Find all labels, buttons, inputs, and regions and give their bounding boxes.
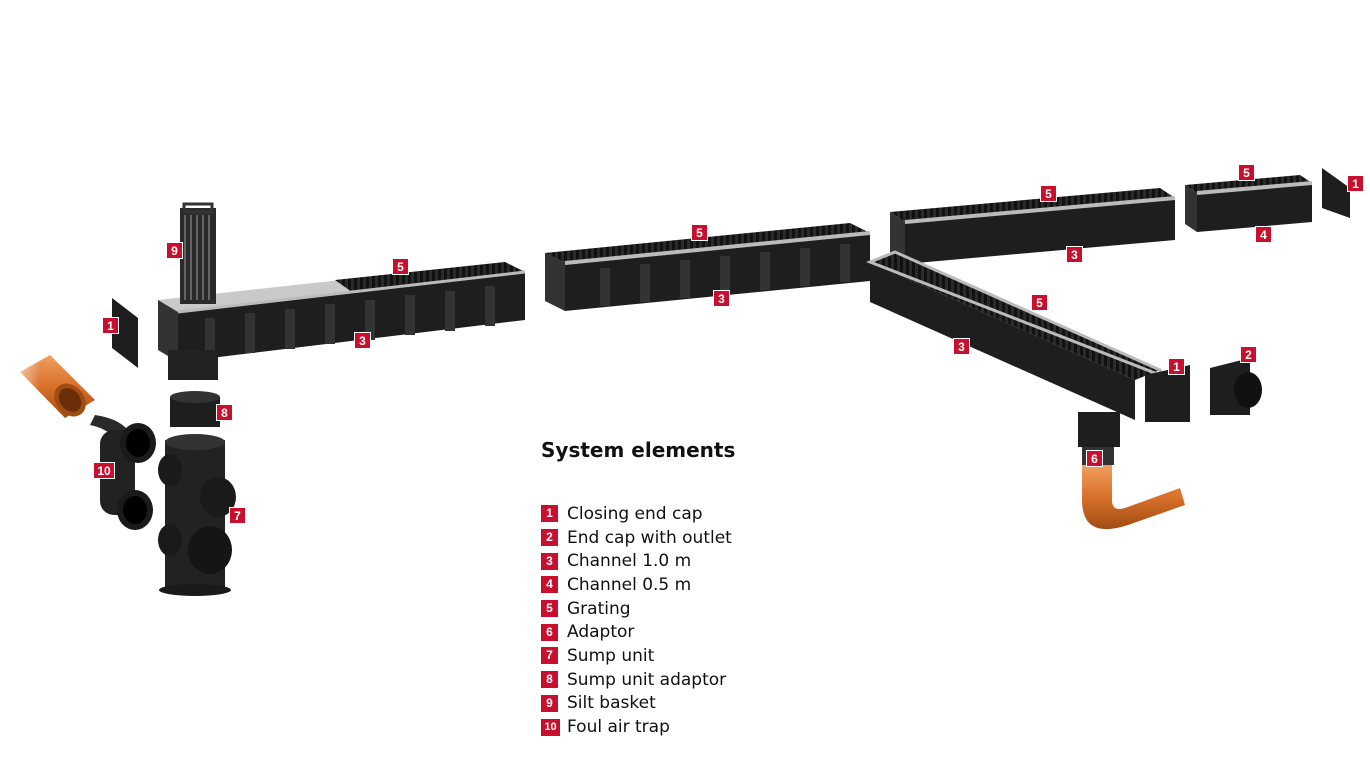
channel-diagonal bbox=[865, 250, 1162, 420]
callout-closing-end-cap: 1 bbox=[102, 317, 119, 334]
closing-end-cap-right bbox=[1145, 365, 1190, 422]
callout-sump-unit-adaptor: 8 bbox=[216, 404, 233, 421]
legend-label: Channel 1.0 m bbox=[567, 551, 692, 572]
legend-label: Closing end cap bbox=[567, 503, 703, 524]
sump-unit bbox=[158, 434, 236, 596]
legend-number: 5 bbox=[541, 600, 558, 618]
channel-run-left bbox=[158, 262, 526, 362]
callout-silt-basket: 9 bbox=[166, 242, 183, 259]
callout-end-cap-with-outlet: 2 bbox=[1240, 346, 1257, 363]
legend-label: Grating bbox=[567, 598, 631, 619]
channel-middle bbox=[545, 223, 871, 311]
legend-number: 9 bbox=[541, 694, 558, 712]
legend-number: 6 bbox=[541, 623, 558, 641]
legend-item: 7 Sump unit bbox=[541, 644, 735, 668]
legend-number: 3 bbox=[541, 552, 558, 570]
legend-label: Sump unit bbox=[567, 645, 655, 666]
legend-number: 8 bbox=[541, 671, 558, 689]
adaptor-with-pipe bbox=[1078, 412, 1185, 530]
legend-item: 6 Adaptor bbox=[541, 620, 735, 644]
callout-foul-air-trap: 10 bbox=[93, 462, 115, 479]
legend-number: 10 bbox=[541, 718, 560, 736]
legend-number: 1 bbox=[541, 505, 558, 523]
foul-air-trap bbox=[90, 415, 156, 530]
callout-grating: 5 bbox=[392, 258, 409, 275]
callout-adaptor: 6 bbox=[1086, 450, 1103, 467]
legend-item: 2 End cap with outlet bbox=[541, 526, 735, 550]
callout-grating: 5 bbox=[691, 224, 708, 241]
legend-label: Foul air trap bbox=[567, 717, 670, 738]
legend-label: Adaptor bbox=[567, 622, 635, 643]
callout-sump-unit: 7 bbox=[229, 507, 246, 524]
callout-channel-1m: 3 bbox=[953, 338, 970, 355]
sump-unit-adaptor bbox=[170, 391, 220, 427]
legend-number: 4 bbox=[541, 576, 558, 594]
legend-item: 9 Silt basket bbox=[541, 692, 735, 716]
legend-label: Silt basket bbox=[567, 693, 656, 714]
callout-channel-05m: 4 bbox=[1255, 226, 1272, 243]
legend-item: 8 Sump unit adaptor bbox=[541, 668, 735, 692]
legend-label: End cap with outlet bbox=[567, 527, 732, 548]
end-cap-with-outlet bbox=[1210, 358, 1262, 415]
legend-item: 4 Channel 0.5 m bbox=[541, 573, 735, 597]
callout-grating: 5 bbox=[1040, 185, 1057, 202]
legend-label: Channel 0.5 m bbox=[567, 574, 692, 595]
closing-end-cap-far-right bbox=[1322, 168, 1350, 218]
sump-outlet bbox=[168, 350, 218, 380]
legend-title: System elements bbox=[541, 438, 736, 462]
legend-item: 3 Channel 1.0 m bbox=[541, 549, 735, 573]
callout-channel-1m: 3 bbox=[1066, 246, 1083, 263]
callout-closing-end-cap: 1 bbox=[1168, 358, 1185, 375]
callout-closing-end-cap: 1 bbox=[1347, 175, 1364, 192]
callout-grating: 5 bbox=[1031, 294, 1048, 311]
pipe-left bbox=[0, 340, 95, 420]
legend-number: 2 bbox=[541, 529, 558, 547]
legend-label: Sump unit adaptor bbox=[567, 669, 727, 690]
callout-channel-1m: 3 bbox=[354, 332, 371, 349]
legend-number: 7 bbox=[541, 647, 558, 665]
system-elements-legend: System elements 1 Closing end cap 2 End ca… bbox=[541, 438, 735, 739]
legend-item: 5 Grating bbox=[541, 597, 735, 621]
legend-item: 10 Foul air trap bbox=[541, 715, 735, 739]
closing-end-cap-left bbox=[112, 298, 138, 368]
callout-channel-1m: 3 bbox=[713, 290, 730, 307]
channel-short-right bbox=[1185, 175, 1313, 232]
callout-grating: 5 bbox=[1238, 164, 1255, 181]
legend-item: 1 Closing end cap bbox=[541, 502, 735, 526]
silt-basket bbox=[180, 202, 216, 304]
channel-upper-right bbox=[890, 188, 1176, 264]
